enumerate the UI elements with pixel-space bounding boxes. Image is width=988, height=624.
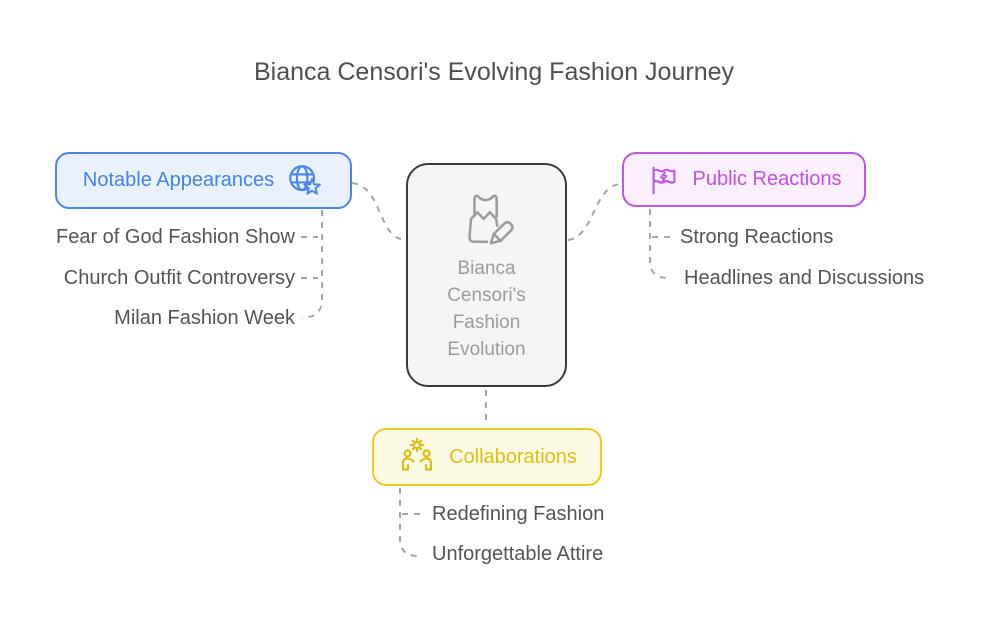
connector-center-to-reactions (567, 183, 621, 241)
page-title: Bianca Censori's Evolving Fashion Journe… (253, 58, 735, 86)
connector-center-to-notable (351, 182, 405, 241)
branch-node-public-reactions: Public Reactions (622, 152, 866, 207)
branch-item-headlines-discussions: Headlines and Discussions (684, 267, 925, 289)
connector-reactions-spine (649, 209, 669, 279)
connector-notable-spine (301, 210, 323, 319)
branch-item-redefining-fashion: Redefining Fashion (432, 503, 605, 525)
branch-item-church-outfit: Church Outfit Controversy (63, 267, 295, 289)
center-node: Bianca Censori's Fashion Evolution (406, 163, 567, 387)
branch-label-public-reactions: Public Reactions (692, 168, 842, 190)
branch-node-collaborations: Collaborations (372, 428, 602, 486)
branch-item-unforgettable-attire: Unforgettable Attire (432, 543, 604, 565)
flag-lightning-icon (647, 163, 681, 197)
branch-item-fear-of-god: Fear of God Fashion Show (55, 226, 295, 248)
connector-collab-spine (399, 488, 419, 557)
branch-label-collaborations: Collaborations (449, 445, 577, 468)
branch-item-strong-reactions: Strong Reactions (680, 226, 834, 248)
center-node-label: Bianca Censori's Fashion Evolution (447, 258, 526, 360)
people-gear-icon (397, 437, 437, 477)
dress-pencil-icon (454, 187, 520, 251)
branch-node-notable-appearances: Notable Appearances (55, 152, 352, 209)
globe-star-icon (286, 162, 324, 200)
branch-item-milan-fashion-week: Milan Fashion Week (114, 307, 295, 329)
branch-label-notable-appearances: Notable Appearances (82, 169, 275, 191)
